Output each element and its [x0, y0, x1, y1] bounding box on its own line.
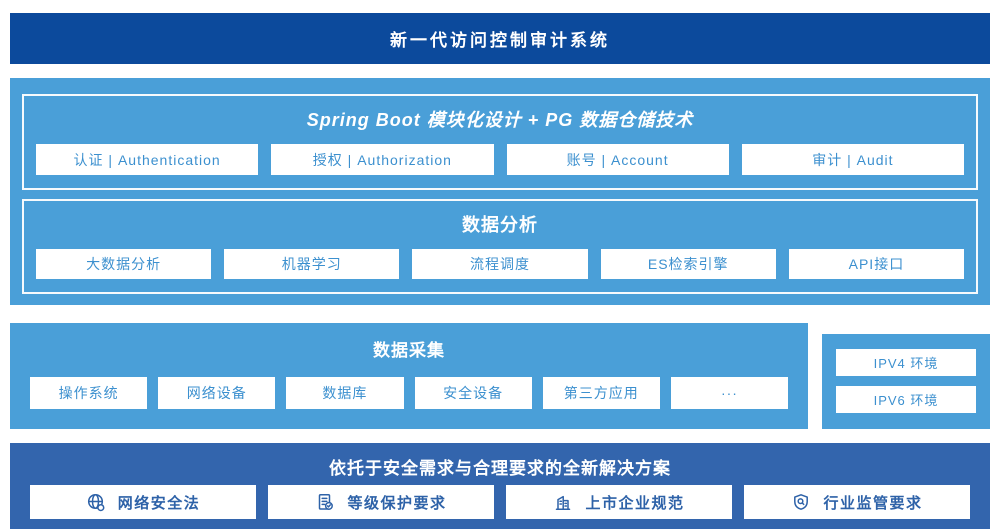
collection-panel: 数据采集 操作系统 网络设备 数据库 安全设备 第三方应用 ···: [10, 323, 808, 429]
analysis-module-row: 大数据分析 机器学习 流程调度 ES检索引擎 API接口: [36, 249, 965, 279]
source-box-thirdparty: 第三方应用: [542, 377, 660, 409]
source-box-network: 网络设备: [158, 377, 276, 409]
module-box-ml: 机器学习: [224, 249, 400, 279]
building-icon: [556, 495, 571, 510]
module-box-es: ES检索引擎: [600, 249, 776, 279]
solution-box-classified-protection: 等级保护要求: [268, 485, 494, 519]
source-box-security: 安全设备: [414, 377, 532, 409]
middle-row: 数据采集 操作系统 网络设备 数据库 安全设备 第三方应用 ··· IPV4 环…: [10, 323, 990, 429]
env-box-ipv6: IPV6 环境: [836, 386, 976, 413]
solution-box-listed-company: 上市企业规范: [506, 485, 732, 519]
source-box-more: ···: [670, 377, 789, 409]
module-box-authorization: 授权 | Authorization: [271, 144, 494, 175]
analysis-section: 数据分析 大数据分析 机器学习 流程调度 ES检索引擎 API接口: [22, 199, 978, 294]
environment-panel: IPV4 环境 IPV6 环境: [822, 334, 990, 429]
module-box-account: 账号 | Account: [506, 144, 729, 175]
shield-search-icon: [794, 494, 809, 510]
solution-panel: 依托于安全需求与合理要求的全新解决方案 网络安全法 等级保护要求: [10, 443, 990, 529]
env-box-ipv4: IPV4 环境: [836, 349, 976, 376]
module-box-audit: 审计 | Audit: [741, 144, 964, 175]
globe-icon: [87, 493, 105, 512]
solution-title: 依托于安全需求与合理要求的全新解决方案: [329, 459, 671, 478]
analysis-section-title: 数据分析: [462, 215, 538, 235]
springboot-module-row: 认证 | Authentication 授权 | Authorization 账…: [36, 144, 964, 175]
page-title: 新一代访问控制审计系统: [390, 31, 610, 50]
module-box-authentication: 认证 | Authentication: [36, 144, 259, 175]
module-box-scheduler: 流程调度: [412, 249, 588, 279]
solution-label: 等级保护要求: [347, 494, 447, 512]
solution-row: 网络安全法 等级保护要求 上市企业规范: [30, 485, 970, 519]
module-box-api: API接口: [788, 249, 965, 279]
solution-box-industry-regulation: 行业监管要求: [744, 485, 970, 519]
solution-box-cybersecurity-law: 网络安全法: [30, 485, 256, 519]
source-box-os: 操作系统: [30, 377, 148, 409]
collection-title: 数据采集: [373, 341, 445, 360]
source-box-database: 数据库: [286, 377, 404, 409]
solution-label: 行业监管要求: [823, 494, 923, 512]
title-banner: 新一代访问控制审计系统: [10, 13, 990, 64]
springboot-section: Spring Boot 模块化设计 + PG 数据仓储技术 认证 | Authe…: [22, 94, 978, 190]
module-box-bigdata: 大数据分析: [36, 249, 212, 279]
springboot-section-title: Spring Boot 模块化设计 + PG 数据仓储技术: [306, 110, 694, 130]
document-check-icon: [319, 494, 334, 510]
collection-source-row: 操作系统 网络设备 数据库 安全设备 第三方应用 ···: [30, 377, 789, 409]
solution-label: 网络安全法: [117, 494, 201, 512]
solution-label: 上市企业规范: [585, 494, 685, 512]
platform-panel: Spring Boot 模块化设计 + PG 数据仓储技术 认证 | Authe…: [10, 78, 990, 305]
